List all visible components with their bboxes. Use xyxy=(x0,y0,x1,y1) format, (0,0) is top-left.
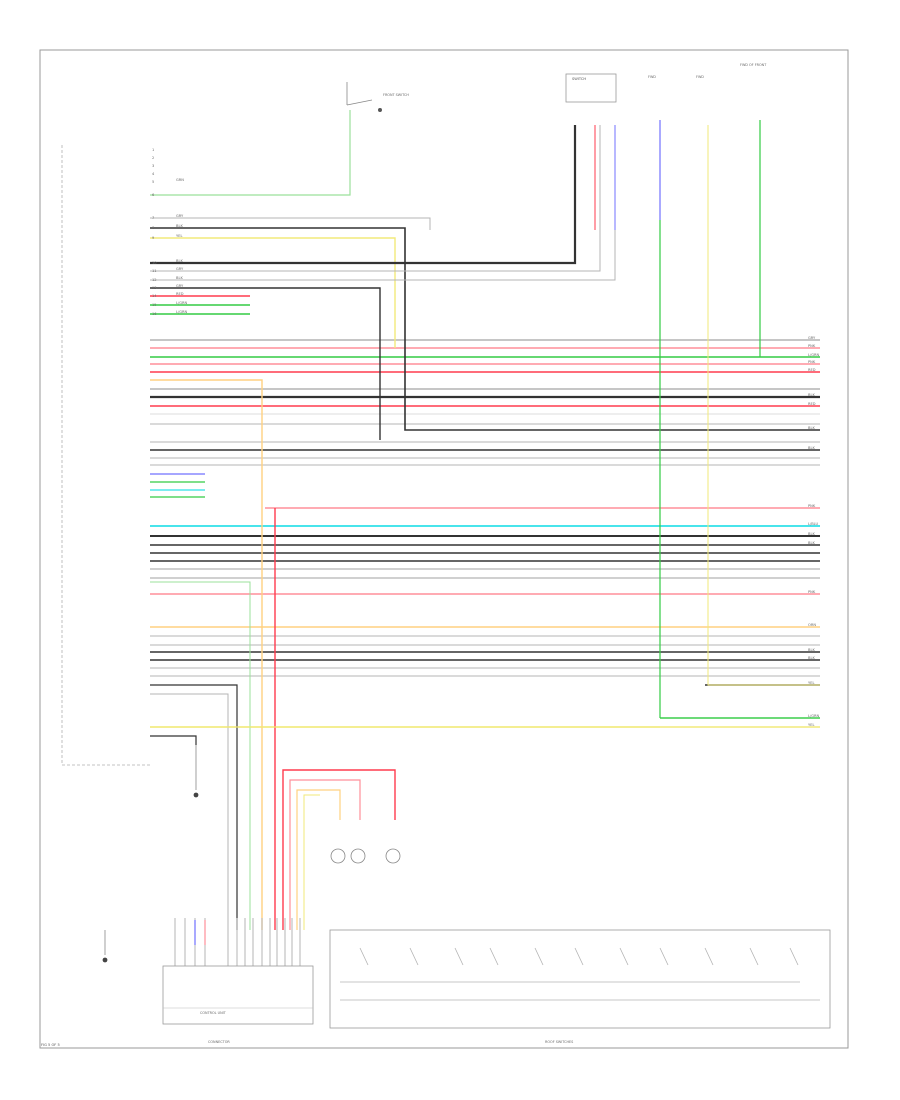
wire-switch-contact xyxy=(489,947,499,966)
wire-grn-top xyxy=(150,110,351,196)
wire-grn-drop xyxy=(150,581,251,930)
wire-code: BLK xyxy=(176,259,183,263)
wire-code: BLK xyxy=(176,224,183,228)
pin-number: 8 xyxy=(152,226,155,230)
left-module-outline xyxy=(61,145,150,766)
wire-switch-contact xyxy=(359,947,369,966)
top-conn-label-1: FWD xyxy=(648,75,656,79)
wire-code: L/GRN xyxy=(176,310,187,314)
control-unit-label: CONTROL UNIT xyxy=(200,1011,227,1015)
roof-switch-box xyxy=(329,929,831,1029)
wire-blk-main xyxy=(150,125,577,265)
pin-number: 4 xyxy=(152,172,155,176)
wire-group xyxy=(150,110,820,1001)
wire-blk-a xyxy=(150,227,820,431)
top-switch-box xyxy=(565,73,617,103)
lamp-cluster xyxy=(330,848,401,864)
wire-blk-b xyxy=(150,287,381,440)
pin-number: 16 xyxy=(152,312,157,316)
top-conn-label-2: FWD xyxy=(696,75,704,79)
wire-code: BLK xyxy=(176,276,183,280)
right-wire-code: PNK xyxy=(808,504,816,508)
pin-number: 12 xyxy=(152,278,157,282)
pin-number: 14 xyxy=(152,294,157,298)
right-wire-code: YEL xyxy=(808,681,814,685)
top-switch-label: SWITCH xyxy=(572,77,586,81)
ground-symbol-left xyxy=(102,930,108,963)
wire-switch-contact xyxy=(704,947,714,966)
wire-yel-lamp xyxy=(303,794,320,930)
right-wire-code: L/GRN xyxy=(808,714,819,718)
wire-code: YEL xyxy=(176,234,182,238)
wire-switch-contact xyxy=(409,947,419,966)
right-wire-code: YEL xyxy=(808,723,814,727)
right-wire-code: BLK xyxy=(808,541,815,545)
wire-switch-contact xyxy=(574,947,584,966)
wire-switch-contact xyxy=(749,947,759,966)
wire-switch-contact xyxy=(789,947,799,966)
wire-code: L/GRN xyxy=(176,301,187,305)
right-wire-code: BLK xyxy=(808,426,815,430)
wire-code: GRY xyxy=(176,284,184,288)
wire-gry-drop xyxy=(150,684,238,930)
wire-gry-c xyxy=(150,125,616,281)
pin-number: 15 xyxy=(152,303,157,307)
right-wire-code: BLK xyxy=(808,656,815,660)
wire-switch-contact xyxy=(659,947,669,966)
pin-number: 5 xyxy=(152,180,154,184)
front-switch-symbol: FRONT SWITCH xyxy=(346,82,409,112)
wire-code: RED xyxy=(176,292,184,296)
pin-number: 7 xyxy=(152,216,154,220)
control-unit-conn-label: CONNECTOR xyxy=(208,1040,230,1044)
wire-code: GRY xyxy=(176,214,184,218)
wire-pnk-lamp xyxy=(289,779,361,930)
wire-gry-b xyxy=(150,125,601,272)
wire-red-lamp xyxy=(282,769,396,930)
wire-yel-a xyxy=(150,237,396,348)
wire-switch-contact xyxy=(534,947,544,966)
right-wire-code: L/GRN xyxy=(808,353,819,357)
wire-switch-contact xyxy=(619,947,629,966)
pin-number: 13 xyxy=(152,286,157,290)
svg-text:FRONT SWITCH: FRONT SWITCH xyxy=(383,93,409,97)
wire-yel-long xyxy=(707,125,820,686)
right-wire-code: PNK xyxy=(808,360,816,364)
right-wire-code: BLK xyxy=(808,648,815,652)
pin-number: 9 xyxy=(152,236,155,240)
wire-gry-drop2 xyxy=(150,693,229,930)
right-wire-code: BLK xyxy=(808,446,815,450)
pin-number: 10 xyxy=(152,261,157,265)
pin-number: 3 xyxy=(152,164,154,168)
wire-code: GRN xyxy=(176,178,184,182)
wire-code: GRY xyxy=(176,267,184,271)
diagram-frame xyxy=(39,49,849,1049)
pin-number: 1 xyxy=(152,148,154,152)
ground-symbol-center xyxy=(193,745,199,798)
right-wire-code: PNK xyxy=(808,344,816,348)
top-conn-label-3: FWD OF FRONT xyxy=(740,63,767,67)
wire-org-lamp xyxy=(296,789,341,930)
wire-ylw-drop xyxy=(150,379,263,930)
wire-gry-a xyxy=(150,217,431,230)
right-wire-code: BLK xyxy=(808,393,815,397)
right-wire-code: L/BLU xyxy=(808,522,819,526)
right-wire-code: ORN xyxy=(808,623,816,627)
roof-switch-label: ROOF SWITCHES xyxy=(545,1040,573,1044)
right-wire-code: RED xyxy=(808,368,816,372)
frame-label: FIG 5 OF 5 xyxy=(41,1043,60,1047)
right-wire-code: PNK xyxy=(808,590,816,594)
right-wire-code: BLK xyxy=(808,532,815,536)
wire-blk-gnd xyxy=(150,735,197,745)
pin-number: 11 xyxy=(152,269,157,273)
control-unit-box xyxy=(162,965,314,1025)
wire-switch-contact xyxy=(454,947,464,966)
right-wire-code: GRY xyxy=(808,336,816,340)
pin-number: 2 xyxy=(152,156,154,160)
right-wire-code: RED xyxy=(808,402,816,406)
pin-number: 6 xyxy=(152,193,155,197)
